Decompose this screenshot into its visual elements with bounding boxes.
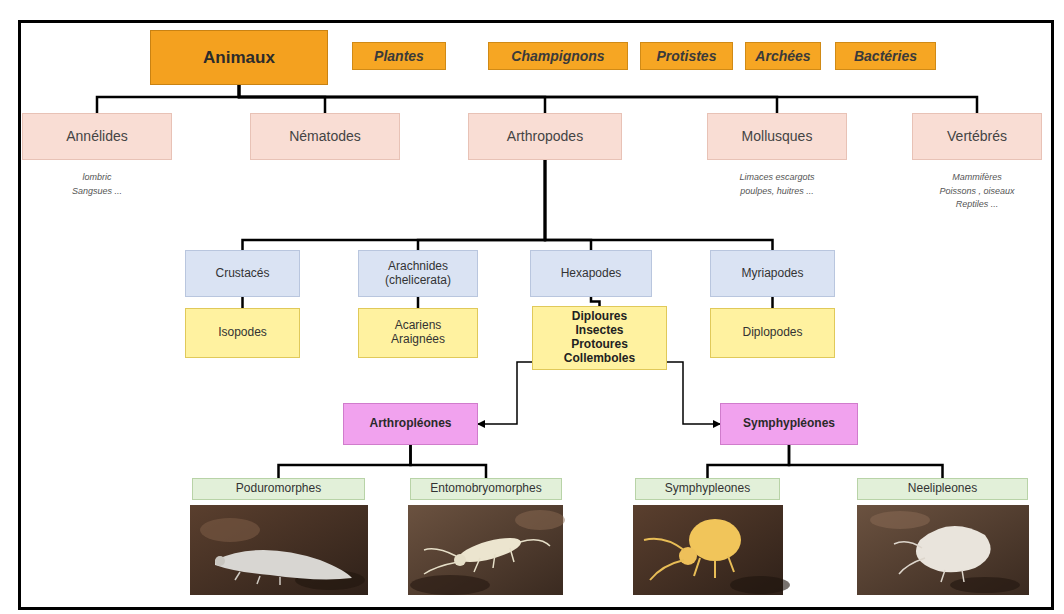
phylum-box: Arthropodes [468,113,622,160]
tree-connector [241,297,244,308]
box-label: Diplopodes [742,326,802,340]
symphypleone-photo [633,505,790,595]
tree-connector [789,445,943,478]
box-label: Crustacés [215,267,269,281]
kingdom-box: Plantes [352,42,446,70]
arrow-connector [667,362,720,424]
example-note: Mammifères Poissons , oiseaux Reptiles .… [936,171,1018,212]
suborder-box: Symphypleones [635,478,780,500]
group-box: Acariens Araignées [358,308,478,358]
poduromorph-photo [190,505,368,595]
tree-connector [279,445,411,478]
kingdom-box: Archées [745,42,821,70]
box-label: Champignons [511,48,604,64]
box-label: Entomobryomorphes [430,482,541,496]
root-box: Animaux [150,30,328,85]
tree-connector [545,160,591,250]
box-label: Protistes [657,48,717,64]
tree-connector [708,445,790,478]
box-label: Nématodes [289,128,361,144]
tree-connector [239,85,325,113]
tree-connector [771,297,774,308]
box-label: Poduromorphes [236,482,321,496]
box-label: Vertébrés [947,128,1007,144]
order-box: Symphypléones [720,403,858,445]
box-label: Isopodes [218,326,267,340]
suborder-box: Entomobryomorphes [410,478,562,500]
phylum-box: Annélideslombric Sangsues ... [22,113,172,160]
tree-connector [239,85,777,113]
kingdom-box: Bactéries [835,42,936,70]
box-label: Arthropléones [369,417,451,431]
kingdom-box: Protistes [640,42,733,70]
neelipleone-photo [857,505,1029,595]
tree-connector [411,445,487,478]
box-label: Annélides [66,128,128,144]
box-label: Bactéries [854,48,917,64]
group-box: Diplopodes [710,308,835,358]
phylum-box: VertébrésMammifères Poissons , oiseaux R… [912,113,1042,160]
example-note: Limaces escargots poulpes, huitres ... [730,171,825,198]
subphylum-box: Myriapodes [710,250,835,297]
box-label: Plantes [374,48,424,64]
tree-connector [239,85,545,113]
arrow-connector [478,362,532,424]
box-label: Myriapodes [741,267,803,281]
entomobryomorph-photo [408,505,565,595]
group-box: Diploures Insectes Protoures Collemboles [532,306,667,370]
kingdom-box: Champignons [488,42,628,70]
subphylum-box: Hexapodes [530,250,652,297]
suborder-box: Neelipleones [857,478,1028,500]
box-label: Neelipleones [908,482,977,496]
subphylum-box: Arachnides (chelicerata) [358,250,478,297]
box-label: Symphypléones [743,417,835,431]
box-label: Animaux [203,48,275,68]
tree-connector [591,297,600,306]
tree-connector [97,85,239,113]
box-label: Diploures Insectes Protoures Collemboles [557,310,642,365]
box-label: Arachnides (chelicerata) [373,260,463,288]
suborder-box: Poduromorphes [192,478,365,500]
tree-connector [545,160,773,250]
example-note: lombric Sangsues ... [67,171,127,198]
order-box: Arthropléones [343,403,478,445]
tree-connector [417,297,420,308]
box-label: Symphypleones [665,482,750,496]
tree-connector [418,160,545,250]
subphylum-box: Crustacés [185,250,300,297]
phylum-box: Nématodes [250,113,400,160]
box-label: Acariens Araignées [383,319,453,347]
box-label: Mollusques [742,128,813,144]
tree-connector [243,160,546,250]
box-label: Archées [755,48,810,64]
box-label: Hexapodes [561,267,622,281]
box-label: Arthropodes [507,128,583,144]
group-box: Isopodes [185,308,300,358]
phylum-box: MollusquesLimaces escargots poulpes, hui… [707,113,847,160]
tree-connector [239,85,977,113]
